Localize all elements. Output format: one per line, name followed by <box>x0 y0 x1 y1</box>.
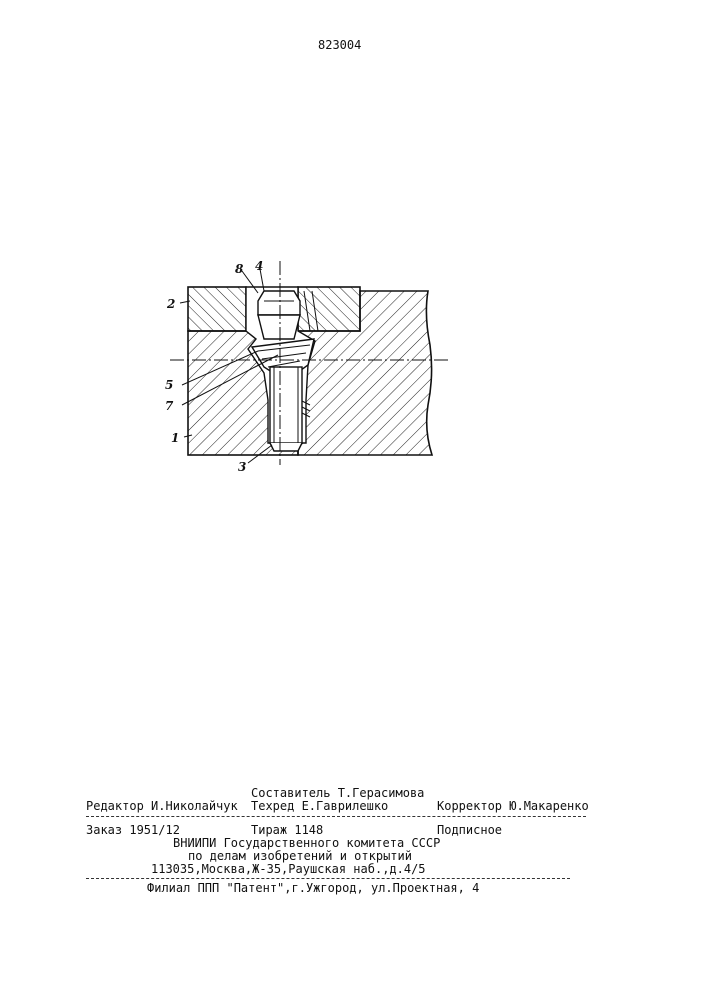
techred-line: Техред Е.Гаврилешко <box>251 799 388 813</box>
circulation-line: Тираж 1148 <box>251 823 323 837</box>
organization-line-2: по делам изобретений и открытий <box>188 849 412 863</box>
figure-label-5: 5 <box>165 379 173 391</box>
divider-lower <box>86 878 570 879</box>
composer-line: Составитель Т.Герасимова <box>251 786 424 800</box>
subscription-line: Подписное <box>437 823 502 837</box>
patent-number: 823004 <box>318 38 361 52</box>
figure-label-2: 2 <box>167 298 175 310</box>
organization-address: 113035,Москва,Ж-35,Раушская наб.,д.4/5 <box>151 862 426 876</box>
order-line: Заказ 1951/12 <box>86 823 180 837</box>
corrector-line: Корректор Ю.Макаренко <box>437 799 589 813</box>
technical-drawing <box>160 255 450 470</box>
organization-line-1: ВНИИПИ Государственного комитета СССР <box>173 836 440 850</box>
figure-label-8: 8 <box>235 263 243 275</box>
divider-upper <box>86 816 586 817</box>
figure-label-3: 3 <box>238 461 246 473</box>
editor-line: Редактор И.Николайчук <box>86 799 238 813</box>
upper-plate-right <box>298 287 360 331</box>
figure-label-7: 7 <box>165 400 173 412</box>
upper-plate-left <box>188 287 246 331</box>
branch-line: Филиал ППП "Патент",г.Ужгород, ул.Проект… <box>147 881 479 895</box>
figure-label-1: 1 <box>171 432 179 444</box>
figure-label-4: 4 <box>255 260 263 272</box>
